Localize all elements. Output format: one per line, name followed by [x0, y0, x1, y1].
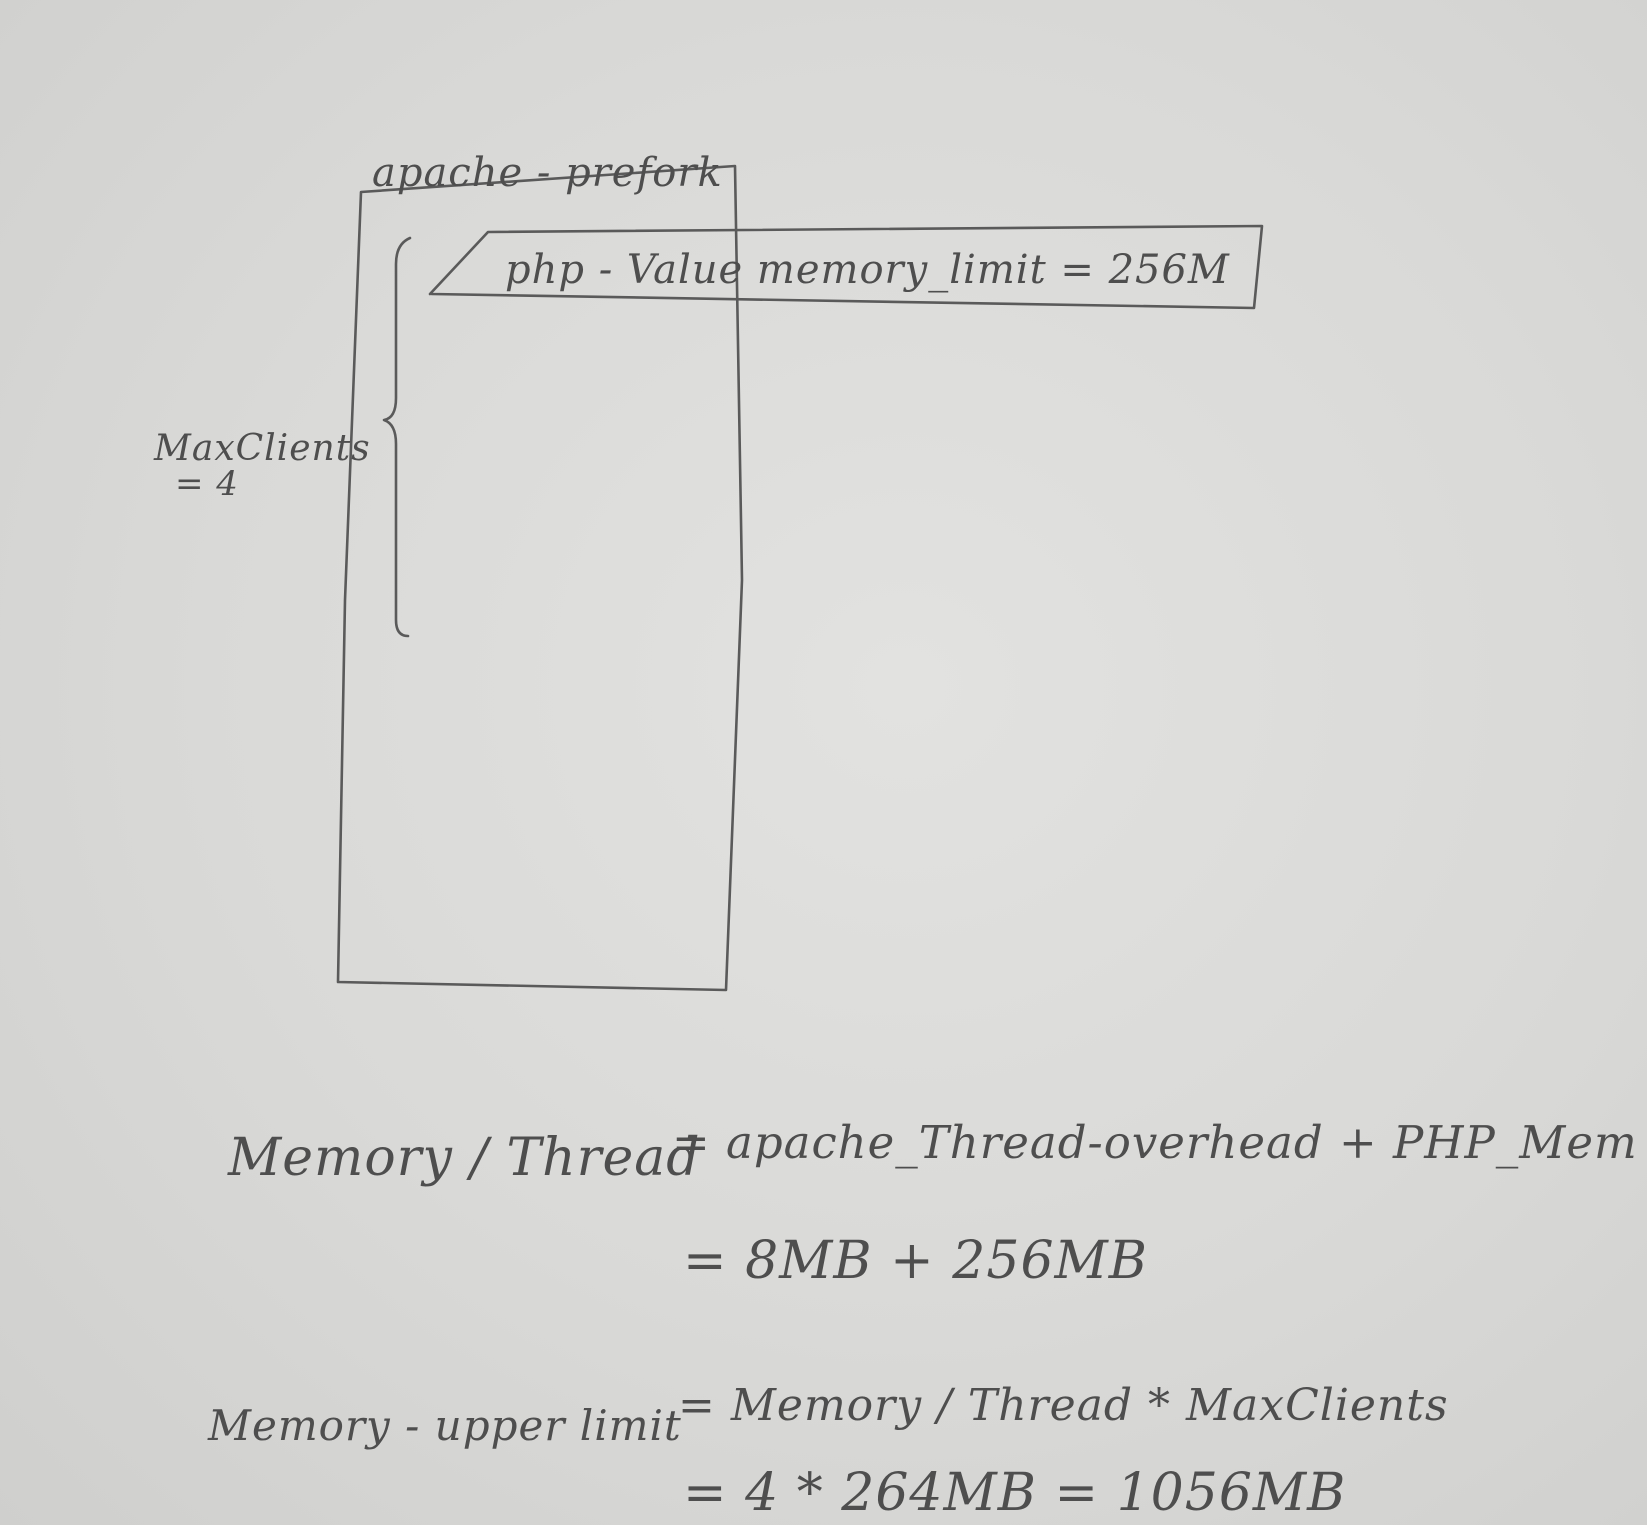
- maxclients-brace: [382, 236, 412, 638]
- memory-per-thread-line2: = 8MB + 256MB: [683, 1231, 1148, 1291]
- maxclients-label: MaxClients: [153, 428, 371, 469]
- memory-per-thread-lhs: Memory / Thread: [227, 1128, 701, 1188]
- apache-prefork-box: [336, 164, 744, 992]
- memory-upper-limit-line2: = 4 * 264MB = 1056MB: [683, 1463, 1346, 1523]
- memory-per-thread-rhs: = apache_Thread-overhead + PHP_Mem: [672, 1116, 1638, 1169]
- memory-upper-limit-lhs: Memory - upper limit: [207, 1401, 682, 1450]
- php-value-row-box: [428, 224, 1264, 310]
- php-value-memory-limit-text: php - Value memory_limit = 256M: [505, 247, 1230, 293]
- apache-prefork-label: apache - prefork: [372, 150, 723, 196]
- maxclients-value: = 4: [175, 464, 239, 504]
- memory-upper-limit-rhs: = Memory / Thread * MaxClients: [678, 1380, 1449, 1431]
